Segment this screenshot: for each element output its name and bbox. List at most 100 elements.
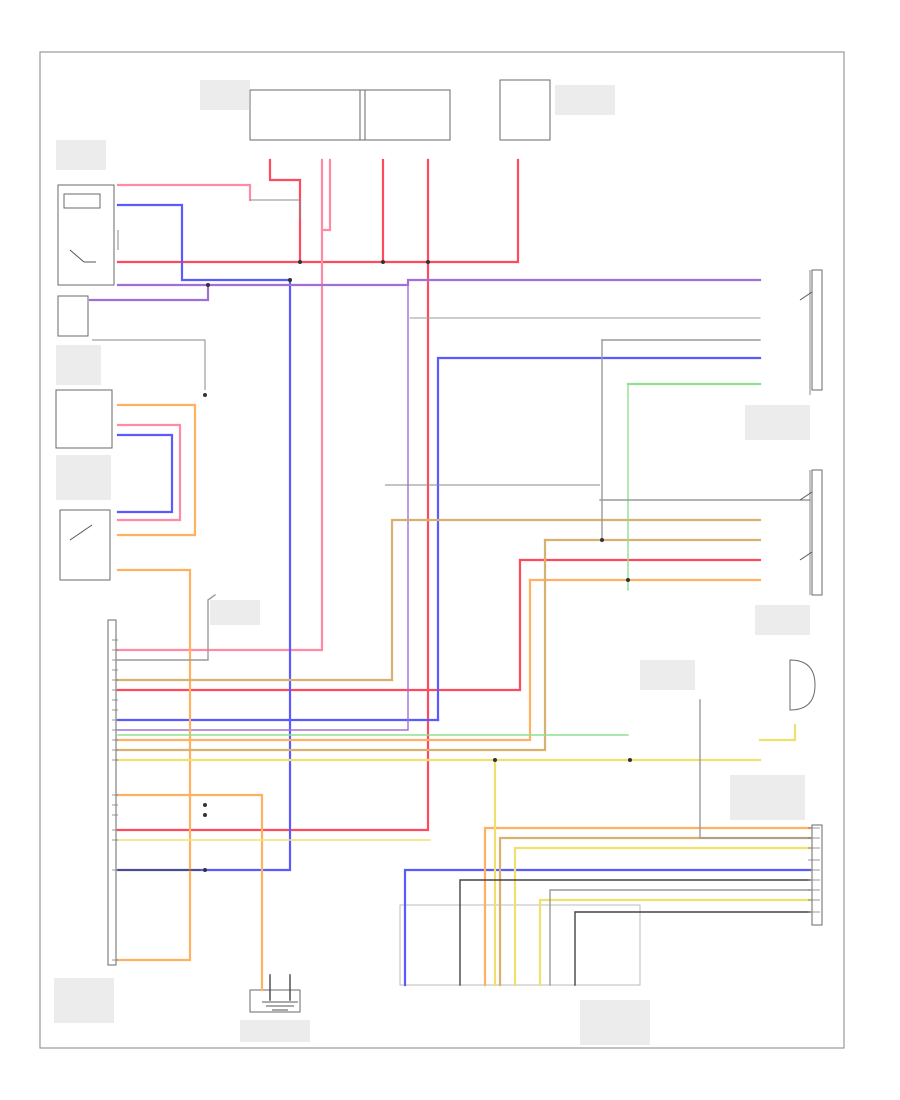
splice-9 <box>628 758 632 762</box>
wire-red-4 <box>268 158 302 264</box>
wire-purple-2 <box>88 283 210 302</box>
component-outlines <box>55 79 823 1013</box>
wire-black-2 <box>574 911 811 986</box>
wire-orange-2 <box>116 793 264 992</box>
splice-points <box>203 260 632 872</box>
switch-small <box>57 295 89 337</box>
wire-pink-2 <box>320 158 332 232</box>
wire-gray-5 <box>699 699 811 839</box>
label-block-gray-node <box>210 600 260 625</box>
wire-orange-5 <box>116 578 532 742</box>
fuse-block-right <box>499 79 551 141</box>
wire-blue-2 <box>116 433 174 514</box>
wire-tan-group <box>116 518 812 987</box>
wire-yellow-2 <box>758 723 797 742</box>
label-block-fuse-right <box>555 85 615 115</box>
pin-marks-left <box>112 639 118 961</box>
wire-purple-3 <box>117 284 409 731</box>
label-block-sensor-right <box>640 660 695 690</box>
wire-purple-group <box>88 278 762 731</box>
wire-yellow-group <box>116 723 812 987</box>
label-block-right-middle <box>755 605 810 635</box>
splice-10 <box>203 803 207 807</box>
splice-5 <box>206 283 210 287</box>
switch-symbols <box>69 249 813 561</box>
label-block-relay <box>56 140 106 170</box>
label-block-bottom <box>580 1000 650 1045</box>
fuse-block-left <box>249 89 366 141</box>
right-switch-1 <box>799 291 813 301</box>
connector-right-middle <box>811 469 823 596</box>
label-block-right-lower <box>730 775 805 820</box>
wire-gray-4 <box>117 594 216 661</box>
splice-7 <box>626 578 630 582</box>
thin-line-3 <box>250 199 301 220</box>
wire-red-1 <box>116 158 520 264</box>
splice-1 <box>298 260 302 264</box>
wire-black-3 <box>269 974 291 1001</box>
wire-gray-3 <box>549 889 811 986</box>
label-block-right-upper <box>745 405 810 440</box>
wire-blue-1 <box>116 203 292 872</box>
wire-black-group <box>117 869 811 1001</box>
connector-pin-marks <box>112 639 820 961</box>
wire-pink-4 <box>116 158 324 652</box>
control-module-connector <box>107 619 117 966</box>
relay-top-left <box>57 184 115 286</box>
splice-13 <box>203 868 207 872</box>
sensor-contact <box>69 524 93 541</box>
connector-right-upper <box>811 269 823 391</box>
text-placeholders <box>54 80 810 1045</box>
right-switch-2 <box>799 491 813 501</box>
label-block-sensor <box>56 455 111 500</box>
wire-pink-1 <box>116 183 252 202</box>
wire-orange-3 <box>116 568 192 962</box>
sensor-outline <box>59 509 111 581</box>
wire-black-1 <box>459 879 811 986</box>
wire-pink-3 <box>116 423 182 522</box>
sensor-right <box>789 659 816 711</box>
wire-blue-group <box>116 203 812 987</box>
label-block-ground <box>240 1020 310 1042</box>
pin-marks-right <box>808 827 820 913</box>
splice-4 <box>288 278 292 282</box>
thin-lines <box>92 199 811 595</box>
wire-green-group <box>117 382 762 736</box>
module-box <box>55 389 113 449</box>
wire-tan-1 <box>390 518 762 682</box>
right-switch-3 <box>799 551 813 561</box>
splice-2 <box>381 260 385 264</box>
connector-bank-bottom <box>399 904 641 986</box>
wire-red-group <box>116 158 762 832</box>
splice-3 <box>426 260 430 264</box>
splice-11 <box>203 813 207 817</box>
wire-gray-group <box>117 317 811 986</box>
wire-orange-6 <box>483 826 812 987</box>
thin-line-2 <box>92 339 206 390</box>
wire-purple-1 <box>116 278 762 287</box>
wire-blue-3 <box>436 356 762 722</box>
wire-yellow-4 <box>513 846 812 987</box>
wire-red-6 <box>116 558 522 692</box>
fuse-block-middle <box>359 89 451 141</box>
splice-12 <box>203 393 207 397</box>
splice-8 <box>493 758 497 762</box>
wire-orange-1 <box>116 403 197 537</box>
relay-coil <box>63 193 101 209</box>
ground-symbol-lines <box>262 1001 298 1011</box>
wire-orange-group <box>116 403 812 992</box>
splice-6 <box>600 538 604 542</box>
label-block-control-module <box>54 978 114 1023</box>
label-block-module <box>56 345 101 385</box>
relay-switch-contact <box>69 249 96 263</box>
ground-block <box>249 989 301 1013</box>
wire-yellow-5 <box>538 898 812 987</box>
wire-red-2 <box>116 158 430 832</box>
connector-right-lower <box>811 824 823 926</box>
wire-tan-4 <box>116 538 547 752</box>
ground-symbol <box>262 1001 298 1011</box>
wire-blue-5 <box>403 868 812 987</box>
wire-pink-group <box>116 158 332 652</box>
